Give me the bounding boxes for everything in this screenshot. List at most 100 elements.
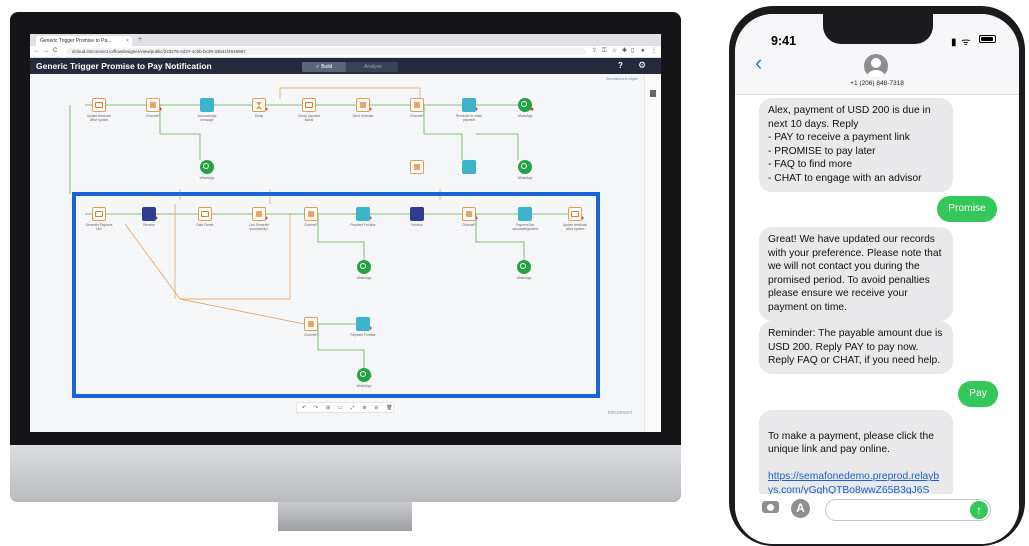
whatsapp-node[interactable] xyxy=(357,368,371,382)
monitor-stand xyxy=(278,502,412,531)
canvas-toolbar[interactable]: ↶ ↷ ⊞ ▭ ⤢ ⊕ ⊖ 🗑 xyxy=(296,402,394,413)
message-text: To make a payment, please click the uniq… xyxy=(768,430,934,456)
node-label: Link Generate successfully? xyxy=(248,223,270,231)
right-panel-rail xyxy=(644,74,661,432)
code-node[interactable] xyxy=(92,98,106,112)
key-icon[interactable]: ⚿ xyxy=(602,48,607,54)
code-node[interactable] xyxy=(568,207,582,221)
channel-node[interactable] xyxy=(410,160,424,174)
sms-node[interactable] xyxy=(356,317,370,331)
browser-toolbar: ← → C dcloud.imiconnect.io/flowdesigner/… xyxy=(30,46,661,58)
send-node[interactable] xyxy=(356,98,370,112)
browser-tab[interactable]: Generic Trigger Promise to Pa... xyxy=(36,36,132,46)
camera-icon[interactable] xyxy=(762,501,779,513)
whatsapp-node[interactable] xyxy=(517,260,531,274)
delay-node[interactable] xyxy=(252,98,266,112)
profile-icon[interactable]: ● xyxy=(641,48,645,54)
flow-canvas[interactable]: Update feedback office system Channel? A… xyxy=(30,74,661,432)
node-label: Payment Promise xyxy=(350,333,376,337)
incoming-message: Reminder: The payable amount due is USD … xyxy=(759,321,953,374)
sms-node[interactable] xyxy=(462,160,476,174)
node-label: Send reminder xyxy=(352,114,374,118)
node-label: Delay xyxy=(254,114,264,118)
back-arrow-icon[interactable]: ← xyxy=(34,48,40,54)
address-bar[interactable]: dcloud.imiconnect.io/flowdesigner/view/p… xyxy=(66,48,586,55)
channel-node[interactable] xyxy=(304,317,318,331)
tab-build[interactable]: ✓ Build xyxy=(302,62,346,72)
node-label: WhatsApp xyxy=(356,276,372,280)
node-label: Generate Payment Link xyxy=(85,223,113,231)
contact-avatar[interactable] xyxy=(864,54,888,78)
flow-connectors xyxy=(69,87,584,378)
outgoing-message: Promise xyxy=(937,196,997,222)
code-node[interactable] xyxy=(302,98,316,112)
incoming-message: To make a payment, please click the uniq… xyxy=(759,410,953,504)
node-label: Channel? xyxy=(304,333,318,337)
whatsapp-node[interactable] xyxy=(357,260,371,274)
date-parser-node[interactable] xyxy=(198,207,212,221)
node-label: Payment link acknowledgement xyxy=(512,223,538,231)
phone-screen: 9:41 ▮ ᯤ ‹ +1 (206) 848-7318 Alex, payme… xyxy=(735,14,1019,544)
channel-node[interactable] xyxy=(462,207,476,221)
incoming-message: Great! We have updated our records with … xyxy=(759,227,953,321)
payment-link[interactable]: https://semafonedemo.preprod.relaybys.co… xyxy=(768,471,940,496)
sms-node[interactable] xyxy=(200,98,214,112)
node-label: Channel? xyxy=(146,114,160,118)
sidebar-icon[interactable]: ▯ xyxy=(631,48,635,54)
sms-node[interactable] xyxy=(462,98,476,112)
message-input[interactable] xyxy=(825,499,991,521)
node-label: Channel? xyxy=(462,223,476,227)
signal-wifi-icon: ▮ ᯤ xyxy=(951,37,972,48)
node-label: Update feedback office system xyxy=(562,223,588,231)
star-icon[interactable]: ☆ xyxy=(612,48,618,54)
app-store-icon[interactable]: A xyxy=(791,499,810,518)
messages-header: 9:41 ▮ ᯤ ‹ +1 (206) 848-7318 xyxy=(735,14,1019,95)
receive-node[interactable] xyxy=(410,207,424,221)
monitor-chin xyxy=(10,445,681,502)
help-icon[interactable]: ? xyxy=(618,61,623,70)
gear-icon[interactable]: ⚙ xyxy=(638,60,647,70)
whatsapp-node[interactable] xyxy=(518,160,532,174)
contact-number[interactable]: +1 (206) 848-7318 xyxy=(850,80,904,87)
flow-title: Generic Trigger Promise to Pay Notificat… xyxy=(36,61,212,71)
node-label: Acknowledge message xyxy=(197,114,217,122)
browser-window: Generic Trigger Promise to Pa... × + ← →… xyxy=(30,34,661,432)
incoming-message: Alex, payment of USD 200 is due in next … xyxy=(759,98,953,192)
node-label: Receive xyxy=(411,223,423,227)
node-label: Update feedback office system xyxy=(86,114,112,122)
browser-tabbar: Generic Trigger Promise to Pa... × + xyxy=(30,34,661,46)
node-label: Check payment status xyxy=(297,114,321,122)
reload-icon[interactable]: C xyxy=(53,48,58,54)
sms-node[interactable] xyxy=(356,207,370,221)
whatsapp-node[interactable] xyxy=(518,98,532,112)
forward-arrow-icon[interactable]: → xyxy=(43,48,49,54)
channel-node[interactable] xyxy=(410,98,424,112)
battery-icon xyxy=(979,35,996,43)
channel-node[interactable] xyxy=(146,98,160,112)
outgoing-message: Pay xyxy=(958,381,998,407)
receive-node[interactable] xyxy=(142,207,156,221)
tab-close-icon[interactable]: × xyxy=(126,38,129,44)
condition-node[interactable] xyxy=(252,207,266,221)
panel-toggle-icon[interactable] xyxy=(650,90,656,97)
node-label: WhatsApp xyxy=(356,384,372,388)
whatsapp-node[interactable] xyxy=(200,160,214,174)
tab-analyse[interactable]: Analyse xyxy=(364,64,382,70)
node-label: WhatsApp xyxy=(517,114,533,118)
node-label: WhatsApp xyxy=(517,176,533,180)
node-label: WhatsApp xyxy=(516,276,532,280)
channel-node[interactable] xyxy=(304,207,318,221)
send-button[interactable]: ↑ xyxy=(970,501,988,519)
node-label: Channel? xyxy=(410,114,424,118)
node-label: Receive xyxy=(143,223,155,227)
new-tab-icon[interactable]: + xyxy=(138,36,143,43)
share-icon[interactable]: ⇪ xyxy=(592,48,598,54)
sms-node[interactable] xyxy=(518,207,532,221)
back-chevron-icon[interactable]: ‹ xyxy=(755,50,763,75)
phone-notch xyxy=(823,14,933,44)
menu-icon[interactable]: ⋮ xyxy=(651,48,657,54)
node-label: Payment Promise xyxy=(350,223,376,227)
extension-icon[interactable]: ✱ xyxy=(622,48,628,54)
mode-switch: ✓ Build Analyse xyxy=(302,62,398,72)
code-node[interactable] xyxy=(92,207,106,221)
